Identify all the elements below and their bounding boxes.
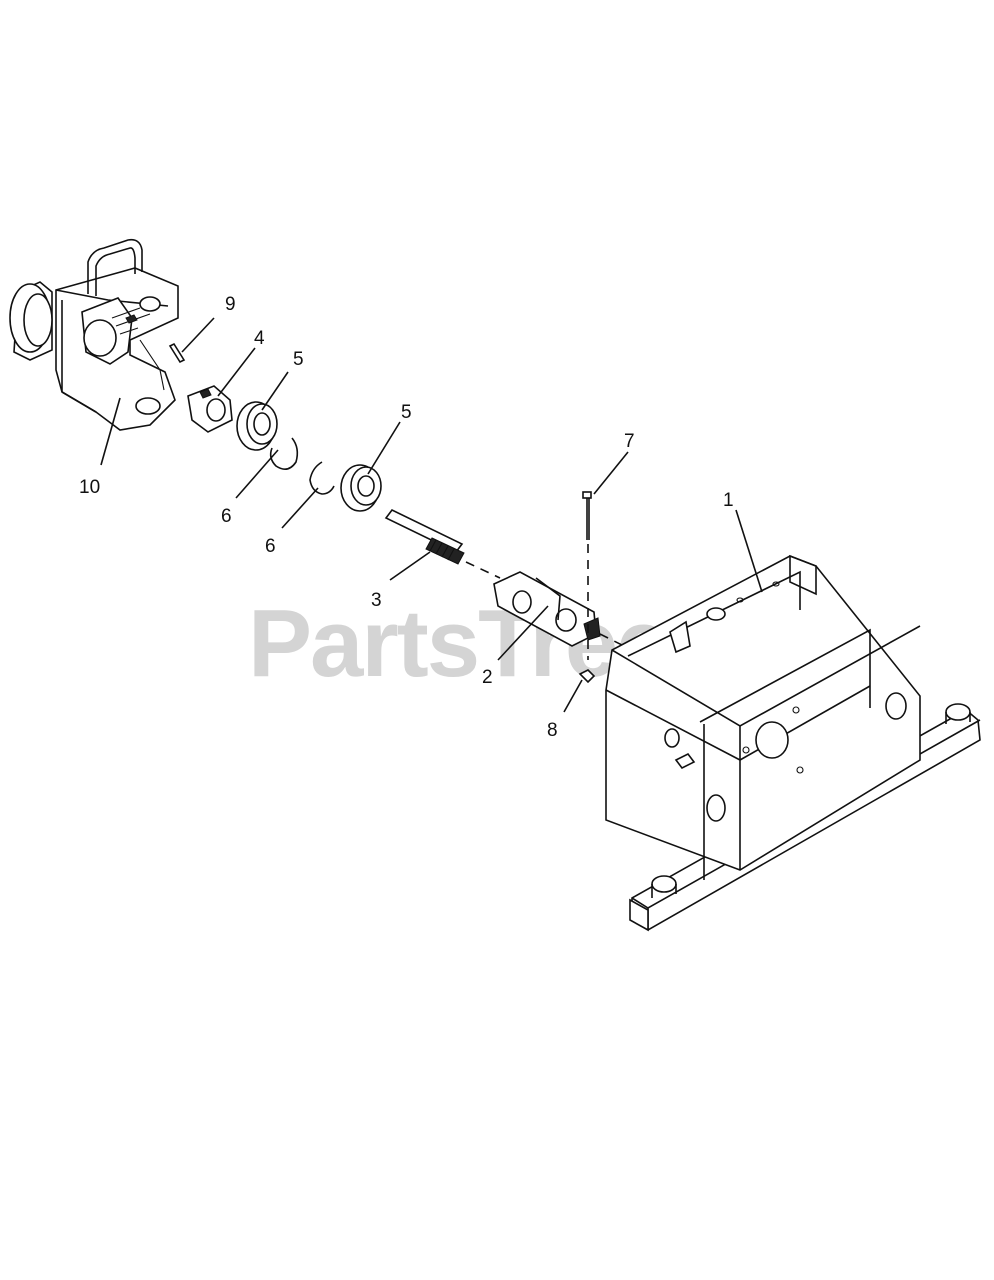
callout-4: 4	[254, 328, 265, 349]
part-5-bearing-upper	[236, 401, 278, 451]
callout-10: 10	[79, 477, 100, 498]
part-8-nut	[578, 669, 596, 684]
part-7-bolt	[582, 491, 592, 660]
part-5-bearing-lower	[340, 464, 382, 512]
callout-3: 3	[371, 590, 382, 611]
part-6-retaining-ring-lower	[309, 461, 335, 495]
part-4-coupler	[187, 385, 233, 433]
callout-1: 1	[723, 490, 734, 511]
callout-2: 2	[482, 667, 493, 688]
part-1-frame	[605, 554, 981, 932]
callout-9: 9	[225, 294, 236, 315]
callout-6-lower: 6	[265, 536, 276, 557]
callout-8: 8	[547, 720, 558, 741]
callout-7: 7	[624, 431, 635, 452]
callout-6-upper: 6	[221, 506, 232, 527]
watermark-logo: PartsTree	[248, 590, 668, 697]
leader-lines	[100, 317, 763, 713]
callout-5-upper: 5	[293, 349, 304, 370]
part-3-splined-shaft	[384, 508, 465, 565]
callout-labels: 1 2 3 4 5 5 6 6 7 8 9 10	[79, 294, 734, 741]
part-9-pin	[168, 342, 186, 364]
part-10-gearbox	[9, 238, 179, 431]
callout-5-lower: 5	[401, 402, 412, 423]
